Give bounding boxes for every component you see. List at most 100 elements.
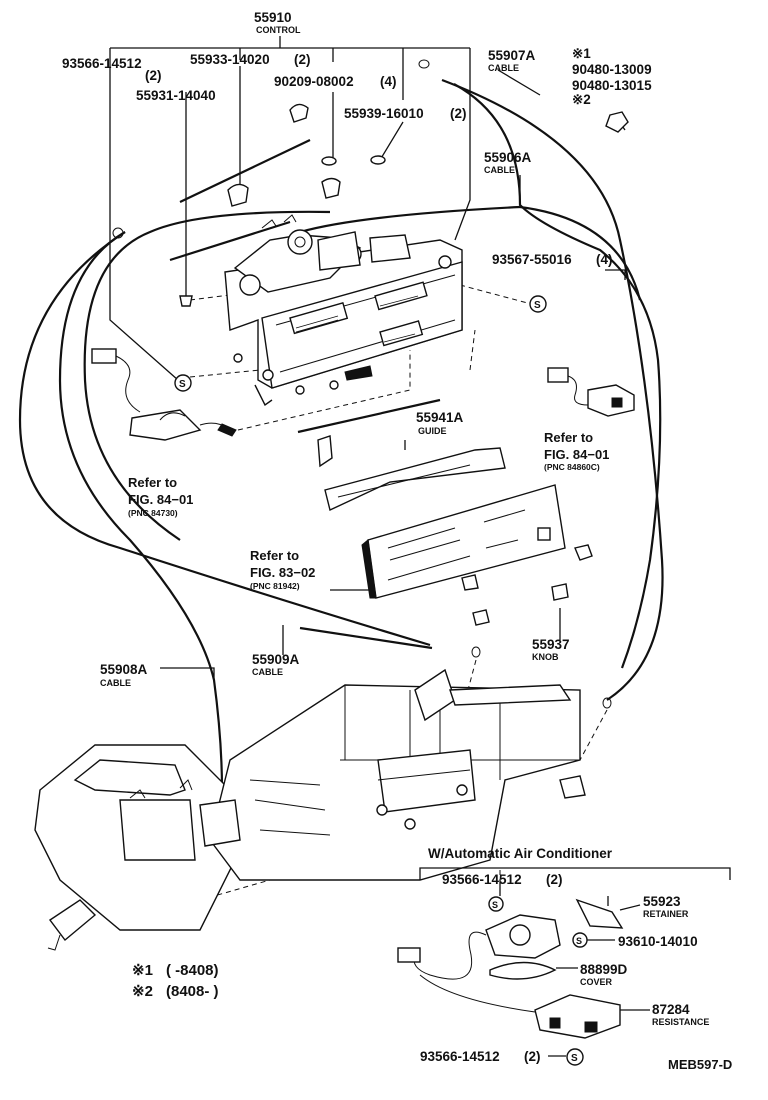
svg-text:87284: 87284 [652,1002,690,1017]
svg-text:Refer to: Refer to [128,475,177,490]
label-washer: 90209-08002 (4) [274,74,397,89]
svg-text:CABLE: CABLE [484,165,515,175]
svg-text:55907A: 55907A [488,48,536,63]
svg-text:(8408- ): (8408- ) [166,983,219,1000]
control-assembly [224,229,463,407]
cable-55907a [441,78,664,701]
svg-text:( -8408): ( -8408) [166,962,219,979]
svg-text:88899D: 88899D [580,962,628,977]
label-washer2: 55939-16010 (2) [344,106,467,121]
label-bolt-ref: ※1 90480-13009 90480-13015 ※2 [572,46,652,107]
label-control: 55910 CONTROL [254,10,301,35]
label-auto-ac: W/Automatic Air Conditioner [428,846,613,861]
svg-text:55933-14020: 55933-14020 [190,52,270,67]
washer-part [321,156,337,166]
svg-text:RESISTANCE: RESISTANCE [652,1017,709,1027]
cable-55908a [58,231,224,791]
label-cable-b: 55906A CABLE [484,150,532,175]
svg-text:RETAINER: RETAINER [643,909,689,919]
guide-part [317,435,506,511]
svg-text:55909A: 55909A [252,652,300,667]
svg-text:KNOB: KNOB [532,652,559,662]
legend: ※1 ( -8408) ※2 (8408- ) [132,962,219,1000]
svg-text:※2: ※2 [132,983,153,1000]
auto-ac-section: S S S [397,867,731,1066]
svg-text:※1: ※1 [132,962,153,979]
label-auto-screw-bottom: 93566-14512 (2) [420,1049,541,1064]
s-screws: S S [174,295,547,392]
label-guide: 55941A GUIDE [416,410,464,436]
clip-part [289,103,309,123]
label-ref-right: Refer to FIG. 84−01 (PNC 84860C) [544,430,609,472]
svg-text:S: S [179,379,186,390]
svg-text:93610-14010: 93610-14010 [618,934,698,949]
cable-end-ring [112,227,124,239]
connector-right [547,367,635,417]
knob-part [551,583,569,601]
svg-text:FIG. 84−01: FIG. 84−01 [128,492,193,507]
label-auto-screw-top: 93566-14512 (2) [442,872,563,887]
svg-text:S: S [492,900,498,910]
svg-text:(2): (2) [450,106,467,121]
svg-text:55939-16010: 55939-16010 [344,106,424,121]
svg-text:55908A: 55908A [100,662,148,677]
svg-text:(2): (2) [145,68,162,83]
svg-text:CABLE: CABLE [252,667,283,677]
knob-part [461,574,479,591]
screw-s-icon [529,295,547,313]
svg-text:93566-14512: 93566-14512 [420,1049,500,1064]
clip-part [227,183,249,207]
svg-text:55906A: 55906A [484,150,532,165]
label-clip: 55933-14020 (2) [190,52,311,67]
clip-part [321,177,341,199]
label-ref-left: Refer to FIG. 84−01 (PNC 84730) [128,475,193,518]
svg-text:(PNC 84730): (PNC 84730) [128,508,178,518]
cable-end-ring [418,59,430,69]
svg-text:55910: 55910 [254,10,292,25]
svg-text:FIG. 84−01: FIG. 84−01 [544,447,609,462]
svg-text:GUIDE: GUIDE [418,426,447,436]
svg-text:S: S [534,300,541,311]
washer-part [370,155,386,165]
svg-text:55923: 55923 [643,894,681,909]
screw-s-icon [174,374,192,392]
small-parts-top [179,103,629,307]
label-cover: 88899D COVER [580,962,628,987]
svg-text:(4): (4) [596,252,613,267]
svg-text:CONTROL: CONTROL [256,25,301,35]
svg-text:93566-14512: 93566-14512 [442,872,522,887]
label-knob: 55937 KNOB [532,637,570,662]
knob-part [472,609,490,626]
label-cable-d: 55909A CABLE [252,652,300,677]
svg-text:(PNC 81942): (PNC 81942) [250,581,300,591]
svg-text:W/Automatic Air Conditioner: W/Automatic Air Conditioner [428,846,613,861]
svg-text:(4): (4) [380,74,397,89]
svg-text:FIG. 83−02: FIG. 83−02 [250,565,315,580]
svg-text:90480-13009: 90480-13009 [572,62,652,77]
svg-text:COVER: COVER [580,977,613,987]
label-ref-mid: Refer to FIG. 83−02 (PNC 81942) [250,548,315,591]
svg-text:Refer to: Refer to [544,430,593,445]
svg-text:S: S [576,936,582,946]
label-retainer-screw: 93610-14010 [618,934,698,949]
svg-text:(2): (2) [546,872,563,887]
screw-part [179,295,193,307]
svg-text:MEB597-D: MEB597-D [668,1057,732,1072]
bolt-part [605,111,629,133]
svg-text:90209-08002: 90209-08002 [274,74,354,89]
label-cable-a: 55907A CABLE [488,48,536,73]
figure-code: MEB597-D [668,1057,732,1072]
front-panel [361,484,566,599]
svg-text:55937: 55937 [532,637,570,652]
svg-text:※1: ※1 [572,46,591,61]
heater-unit [34,668,586,951]
cable-rods [112,59,612,709]
svg-text:※2: ※2 [572,92,591,107]
cable-55909a [18,210,431,647]
svg-text:93566-14512: 93566-14512 [62,56,142,71]
label-retainer: 55923 RETAINER [643,894,689,919]
svg-text:(PNC 84860C): (PNC 84860C) [544,462,600,472]
svg-text:(2): (2) [294,52,311,67]
label-screw-small: 55931-14040 [136,88,216,103]
